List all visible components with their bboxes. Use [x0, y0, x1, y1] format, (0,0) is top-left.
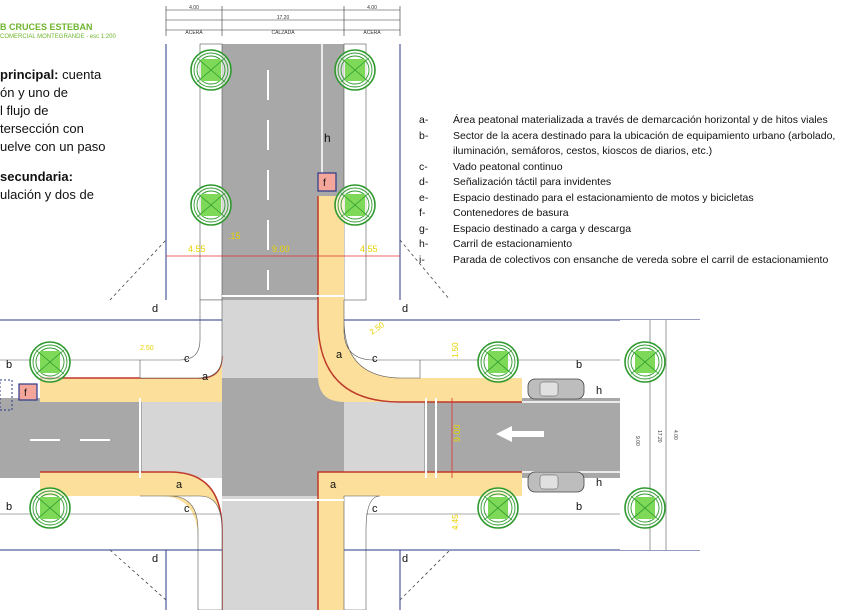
dim-curb: .15 [228, 231, 241, 241]
principal-line-0: cuenta [62, 67, 102, 82]
tree-icon [334, 184, 376, 226]
legend-text: Espacio destinado para el estacionamient… [453, 191, 754, 204]
sidewalk-se [318, 472, 522, 610]
description-secundaria: secundaria: ulación y dos de [0, 168, 94, 204]
legend-item: h- Carril de estacionamiento [419, 237, 856, 253]
legend-key: b- [419, 129, 429, 142]
label-a-sw: a [176, 479, 183, 491]
dim-misc-2: 1.50 [451, 342, 460, 358]
legend: a- Área peatonal materializada a través d… [419, 113, 856, 268]
sidewalk-nw [40, 300, 222, 402]
tree-icon [29, 341, 71, 383]
trash-container-icon [317, 172, 337, 192]
legend-key: g- [419, 222, 429, 235]
legend-item: d- Señalización táctil para invidentes [419, 175, 856, 191]
dim-misc-3: 4.45 [451, 514, 460, 530]
legend-text: Señalización táctil para invidentes [453, 176, 612, 188]
legend-key: d- [419, 176, 429, 188]
legend-item: c- Vado peatonal continuo [419, 160, 856, 176]
crosswalk-west [142, 398, 222, 478]
label-b-e2: b [576, 501, 582, 513]
principal-heading: principal: [0, 67, 59, 82]
legend-key: a- [419, 114, 429, 126]
label-d-nw: d [152, 303, 158, 315]
legend-item: e- Espacio destinado para el estacionamie… [419, 191, 856, 207]
label-h-e1: h [596, 385, 602, 397]
top-dim-left: 4.00 [189, 5, 199, 11]
secundaria-heading: secundaria: [0, 169, 73, 184]
label-c-ne: c [372, 353, 378, 365]
dim-misc-4: 2.50 [140, 345, 154, 352]
legend-text: Contenedores de basura [453, 207, 569, 219]
legend-item: i- Parada de colectivos con ensanche de v… [419, 253, 856, 269]
crosswalk-east [344, 398, 424, 478]
label-a-ne: a [336, 349, 343, 361]
dim-vertical: 9.00 [452, 424, 462, 442]
label-b-w1: b [6, 359, 12, 371]
label-d-se: d [402, 553, 408, 565]
legend-key: c- [419, 160, 428, 173]
tree-icon [477, 487, 519, 529]
trash-container-icon [18, 383, 38, 401]
tree-icon [624, 487, 666, 529]
legend-key: e- [419, 191, 429, 204]
legend-text: Espacio destinado a carga y descarga [453, 222, 632, 235]
label-a-se: a [330, 479, 337, 491]
right-dim-b: 17.20 [656, 430, 662, 443]
header-title: B CRUCES ESTEBAN [0, 22, 93, 32]
legend-item: g- Espacio destinado a carga y descarga [419, 222, 856, 238]
parked-car-icon [527, 378, 585, 400]
top-section-right: ACERA [363, 30, 381, 36]
dim-left-sidewalk: 4.55 [188, 244, 206, 254]
top-section-left: ACERA [185, 30, 203, 36]
direction-arrow-icon [496, 426, 544, 442]
legend-text: Carril de estacionamiento [453, 238, 573, 250]
label-f-north: f [323, 178, 326, 189]
label-d-sw: d [152, 553, 158, 565]
dim-roadway: 9.00 [272, 244, 290, 254]
legend-text: Parada de colectivos con ensanche de ver… [453, 253, 829, 266]
secundaria-line-0: ulación y dos de [0, 187, 94, 202]
legend-key: i- [419, 253, 425, 266]
label-h-e2: h [596, 477, 602, 489]
label-a-nw: a [202, 371, 209, 383]
label-b-w2: b [6, 501, 12, 513]
dim-right-sidewalk: 4.55 [360, 244, 378, 254]
label-f-west: f [24, 388, 27, 399]
label-c-nw: c [184, 353, 190, 365]
tree-icon [190, 49, 232, 91]
right-dim-a: 9.00 [634, 436, 640, 446]
label-b-e1: b [576, 359, 582, 371]
header-subtitle: COMERCIAL MONTEGRANDE - esc 1:200 [0, 34, 116, 40]
principal-line-1: ón y uno de [0, 85, 68, 100]
legend-item: f- Contenedores de basura [419, 206, 856, 222]
label-h-north: h [324, 131, 331, 145]
description-principal: principal: cuenta ón y uno de l flujo de… [0, 66, 106, 156]
tree-icon [334, 49, 376, 91]
tree-icon [477, 341, 519, 383]
label-c-sw: c [184, 503, 190, 515]
label-d-ne: d [402, 303, 408, 315]
top-dim-mid: 17.20 [277, 15, 290, 21]
top-dim-right: 4.00 [367, 5, 377, 11]
legend-item: b- Sector de la acera destinado para la u… [419, 129, 856, 160]
principal-line-2: l flujo de [0, 103, 49, 118]
legend-item: a- Área peatonal materializada a través d… [419, 113, 856, 129]
right-dim-c: 4.00 [672, 430, 678, 440]
legend-key: h- [419, 238, 429, 250]
principal-line-3: tersección con [0, 121, 84, 136]
tree-icon [29, 487, 71, 529]
tree-icon [624, 341, 666, 383]
parked-car-icon [527, 471, 585, 493]
legend-text: Sector de la acera destinado para la ubi… [453, 129, 836, 158]
legend-key: f- [419, 207, 426, 219]
tree-icon [190, 184, 232, 226]
principal-line-4: uelve con un paso [0, 139, 106, 154]
top-section-mid: CALZADA [271, 30, 295, 36]
label-c-se: c [372, 503, 378, 515]
legend-text: Área peatonal materializada a través de … [453, 114, 828, 126]
legend-text: Vado peatonal continuo [453, 160, 563, 173]
